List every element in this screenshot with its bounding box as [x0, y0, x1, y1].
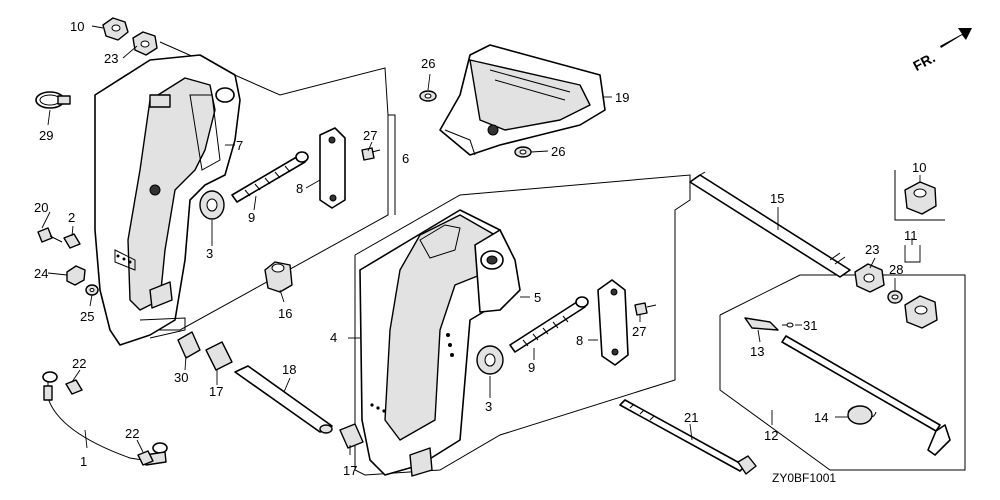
callout-22: 22 [72, 356, 86, 371]
front-arrow-icon [940, 28, 972, 48]
group-outlines [120, 41, 966, 476]
callout-3-right: 3 [485, 399, 492, 414]
callout-2: 2 [68, 210, 75, 225]
callout-labels: 10 23 29 20 2 24 25 7 9 8 3 27 6 16 30 1… [34, 19, 926, 478]
callout-31: 31 [803, 318, 817, 333]
callout-30: 30 [174, 370, 188, 385]
callout-21: 21 [684, 410, 698, 425]
shaft-18-assembly [177, 331, 364, 449]
callout-12: 12 [764, 428, 778, 443]
callout-16: 16 [278, 306, 292, 321]
ground-cable-1 [42, 371, 168, 466]
callout-18: 18 [282, 362, 296, 377]
bolt-21 [619, 399, 757, 475]
stern-bracket-left [94, 54, 241, 346]
callout-23: 23 [104, 51, 118, 66]
callout-8-right: 8 [576, 333, 583, 348]
tilt-assembly-right [476, 279, 657, 375]
lever-assembly-12 [744, 317, 951, 456]
leader-lines [41, 25, 921, 455]
callout-24: 24 [34, 266, 48, 281]
callout-28: 28 [889, 262, 903, 277]
callout-3: 3 [206, 246, 213, 261]
callout-23-right: 23 [865, 242, 879, 257]
callout-1: 1 [80, 454, 87, 469]
callout-15: 15 [770, 191, 784, 206]
callout-19: 19 [615, 90, 629, 105]
bushing-16 [264, 261, 293, 293]
callout-27: 27 [363, 128, 377, 143]
callout-17: 17 [209, 384, 223, 399]
callout-4: 4 [330, 330, 337, 345]
callout-10: 10 [70, 19, 84, 34]
callout-7: 7 [236, 138, 243, 153]
callout-9-right: 9 [528, 360, 535, 375]
front-direction-indicator: FR. [910, 28, 972, 74]
bracket-cover-19 [439, 44, 606, 156]
callout-17-lower: 17 [343, 463, 357, 478]
callout-20: 20 [34, 200, 48, 215]
hose-clamp-29 [35, 91, 71, 109]
callout-8: 8 [296, 181, 303, 196]
tilt-assembly-left [199, 127, 381, 220]
washers-26 [419, 90, 532, 158]
callout-5: 5 [534, 290, 541, 305]
callout-29: 29 [39, 128, 53, 143]
stern-bracket-right [359, 209, 521, 477]
callout-25: 25 [80, 309, 94, 324]
nut-10-right [904, 181, 937, 215]
callout-26-lower: 26 [551, 144, 565, 159]
nut-10-top [102, 17, 158, 56]
callout-10-right: 10 [912, 160, 926, 175]
callout-27-right: 27 [632, 324, 646, 339]
small-hardware-left [37, 227, 99, 296]
callout-26: 26 [421, 56, 435, 71]
callout-13: 13 [750, 344, 764, 359]
callout-22-lower: 22 [125, 426, 139, 441]
shaft-15 [689, 171, 938, 329]
callout-9: 9 [248, 210, 255, 225]
diagram-code: ZY0BF1001 [772, 471, 836, 485]
callout-6: 6 [402, 151, 409, 166]
direction-label: FR. [910, 49, 937, 74]
callout-14: 14 [814, 410, 828, 425]
callout-11: 11 [904, 228, 918, 243]
